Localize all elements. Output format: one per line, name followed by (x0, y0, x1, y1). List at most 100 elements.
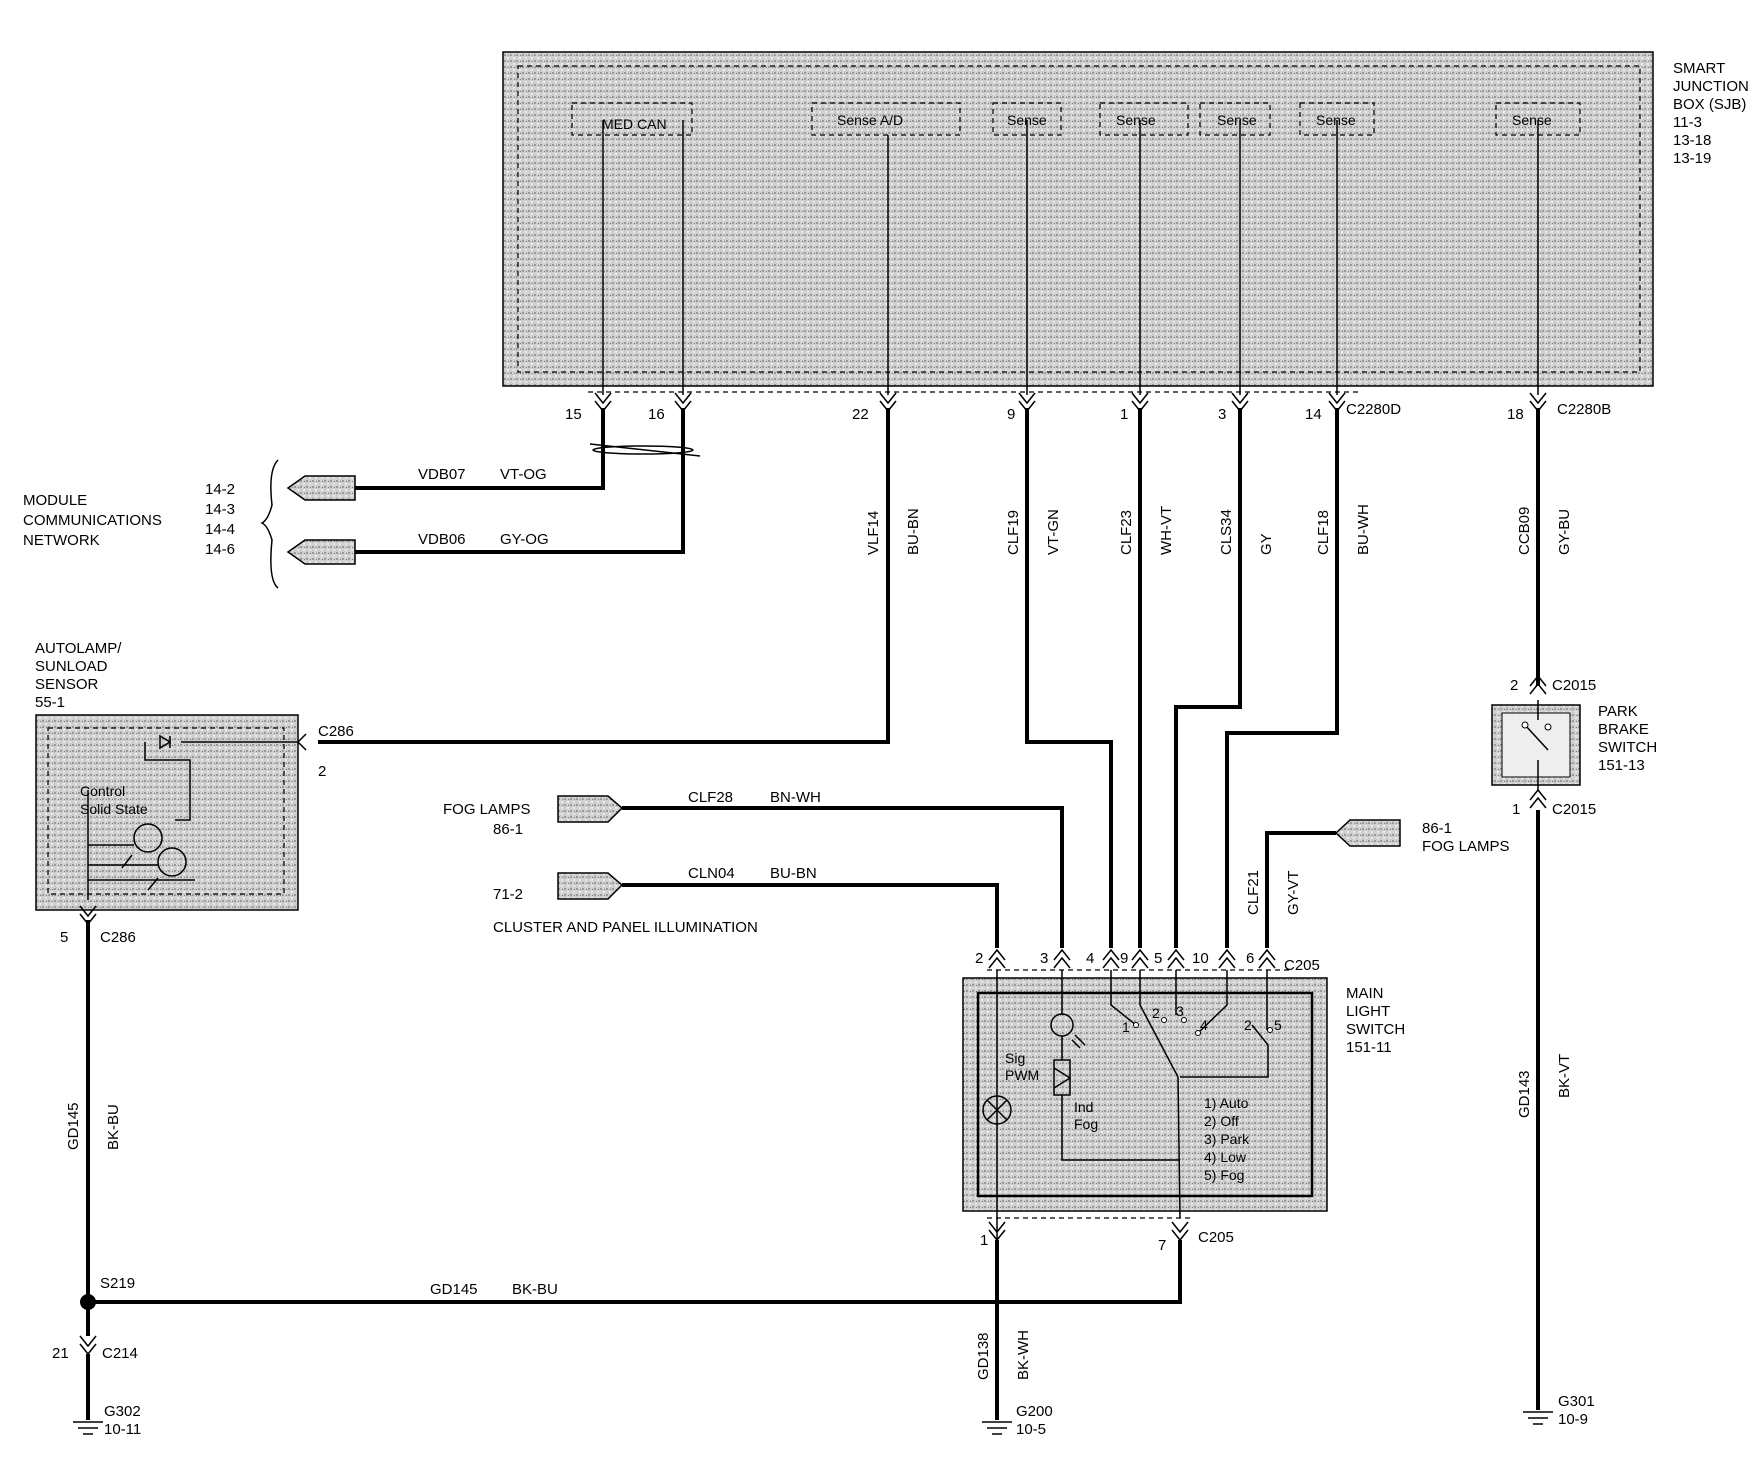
svg-text:2: 2 (975, 950, 983, 967)
sjb-block-label: Sense A/D (837, 112, 903, 128)
svg-text:LIGHT: LIGHT (1346, 1003, 1390, 1020)
svg-text:13-18: 13-18 (1673, 132, 1711, 149)
autolamp-sensor (35, 714, 307, 1300)
svg-text:C2015: C2015 (1552, 801, 1596, 818)
svg-text:151-13: 151-13 (1598, 757, 1645, 774)
svg-text:Sig: Sig (1005, 1050, 1025, 1066)
svg-text:C286: C286 (100, 929, 136, 946)
svg-text:GY-BU: GY-BU (1556, 509, 1573, 555)
svg-text:FOG LAMPS: FOG LAMPS (443, 801, 531, 818)
svg-text:PWM: PWM (1005, 1067, 1039, 1083)
svg-text:C2280B: C2280B (1557, 401, 1611, 418)
sjb-block-label: Sense (1217, 112, 1257, 128)
svg-text:SUNLOAD: SUNLOAD (35, 658, 108, 675)
svg-text:SMART: SMART (1673, 60, 1725, 77)
svg-text:VT-GN: VT-GN (1045, 509, 1062, 555)
network-label: MODULE COMMUNICATIONS NETWORK 14-2 14-3 … (23, 481, 235, 558)
svg-text:GD143: GD143 (1516, 1070, 1533, 1118)
svg-text:C205: C205 (1198, 1229, 1234, 1246)
fog-lamps-right: 86-1 FOG LAMPS CLF21 GY-VT (1245, 819, 1510, 948)
svg-text:NETWORK: NETWORK (23, 532, 100, 549)
network-connector (286, 475, 356, 501)
svg-text:BOX (SJB): BOX (SJB) (1673, 96, 1746, 113)
svg-text:10: 10 (1192, 950, 1209, 967)
svg-text:1) Auto: 1) Auto (1204, 1095, 1249, 1111)
svg-text:71-2: 71-2 (493, 886, 523, 903)
svg-text:Control: Control (80, 783, 125, 799)
left-ground-labels: GD145 BK-BU S219 21 C214 (52, 1102, 138, 1362)
svg-text:10-5: 10-5 (1016, 1421, 1046, 1438)
svg-text:C2015: C2015 (1552, 677, 1596, 694)
svg-text:22: 22 (852, 406, 869, 423)
svg-text:4: 4 (1086, 950, 1094, 967)
svg-text:FOG LAMPS: FOG LAMPS (1422, 838, 1510, 855)
park-brake-switch: 2 C2015 1 C2015 PARK BRAKE SWITCH 151-13… (1491, 674, 1657, 1410)
svg-text:86-1: 86-1 (1422, 820, 1452, 837)
svg-text:2: 2 (1510, 677, 1518, 694)
sjb-title: SMART JUNCTION BOX (SJB) 11-3 13-18 13-1… (1673, 60, 1749, 167)
svg-text:S219: S219 (100, 1275, 135, 1292)
sjb-block-sense (1299, 102, 1375, 136)
svg-text:BRAKE: BRAKE (1598, 721, 1649, 738)
svg-text:14: 14 (1305, 406, 1322, 423)
svg-text:14-6: 14-6 (205, 541, 235, 558)
network-wires (260, 408, 701, 589)
svg-text:VT-OG: VT-OG (500, 466, 547, 483)
svg-text:16: 16 (648, 406, 665, 423)
svg-text:13-19: 13-19 (1673, 150, 1711, 167)
svg-text:55-1: 55-1 (35, 694, 65, 711)
svg-text:PARK: PARK (1598, 703, 1638, 720)
svg-text:7: 7 (1158, 1237, 1166, 1254)
sjb-block-sense (1199, 102, 1271, 136)
svg-text:10-9: 10-9 (1558, 1411, 1588, 1428)
svg-text:Solid State: Solid State (80, 801, 148, 817)
ground-g200: GD138 BK-WH G200 10-5 (975, 1330, 1053, 1438)
svg-text:C286: C286 (318, 723, 354, 740)
svg-text:Fog: Fog (1074, 1116, 1098, 1132)
svg-text:4) Low: 4) Low (1204, 1149, 1247, 1165)
main-light-switch (962, 948, 1328, 1242)
svg-text:BK-BU: BK-BU (512, 1281, 558, 1298)
sjb-block-sense (992, 102, 1062, 136)
svg-text:MODULE: MODULE (23, 492, 87, 509)
svg-text:14-4: 14-4 (205, 521, 235, 538)
svg-text:5: 5 (1154, 950, 1162, 967)
sjb-block-med-can (571, 102, 693, 136)
svg-text:15: 15 (565, 406, 582, 423)
svg-text:VDB07: VDB07 (418, 466, 466, 483)
svg-text:C2280D: C2280D (1346, 401, 1401, 418)
svg-text:9: 9 (1120, 950, 1128, 967)
svg-text:VDB06: VDB06 (418, 531, 466, 548)
svg-text:AUTOLAMP/: AUTOLAMP/ (35, 640, 122, 657)
sjb-block-sense (1099, 102, 1189, 136)
svg-text:21: 21 (52, 1345, 69, 1362)
svg-text:BU-WH: BU-WH (1355, 504, 1372, 555)
svg-text:GY-VT: GY-VT (1285, 871, 1302, 915)
svg-text:10-11: 10-11 (104, 1421, 141, 1438)
svg-text:BU-BN: BU-BN (770, 865, 817, 882)
svg-text:BN-WH: BN-WH (770, 789, 821, 806)
svg-text:SWITCH: SWITCH (1346, 1021, 1405, 1038)
svg-text:2: 2 (318, 763, 326, 780)
ground-g302: G302 10-11 (73, 1403, 141, 1438)
svg-text:BK-VT: BK-VT (1556, 1054, 1573, 1098)
sjb-block-label: Sense (1512, 112, 1552, 128)
svg-text:WH-VT: WH-VT (1158, 506, 1175, 555)
svg-text:1: 1 (1512, 801, 1520, 818)
vertical-wire-labels: VLF14 BU-BN CLF19 VT-GN CLF23 WH-VT CLS3… (865, 504, 1573, 555)
network-connector (286, 539, 356, 565)
svg-text:CLUSTER AND PANEL ILLUMINATION: CLUSTER AND PANEL ILLUMINATION (493, 919, 758, 936)
svg-text:G200: G200 (1016, 1403, 1053, 1420)
svg-text:CLF23: CLF23 (1118, 510, 1135, 555)
svg-text:MAIN: MAIN (1346, 985, 1384, 1002)
svg-text:BU-BN: BU-BN (905, 508, 922, 555)
ground-g301: G301 10-9 (1523, 1393, 1595, 1428)
svg-text:COMMUNICATIONS: COMMUNICATIONS (23, 512, 162, 529)
svg-text:C214: C214 (102, 1345, 138, 1362)
svg-text:CLF21: CLF21 (1245, 870, 1262, 915)
sjb-block-sense-ad (811, 102, 961, 136)
autolamp-labels: AUTOLAMP/ SUNLOAD SENSOR 55-1 Control So… (35, 640, 354, 946)
ground-wires (79, 1240, 1182, 1420)
svg-text:CLS34: CLS34 (1218, 509, 1235, 555)
